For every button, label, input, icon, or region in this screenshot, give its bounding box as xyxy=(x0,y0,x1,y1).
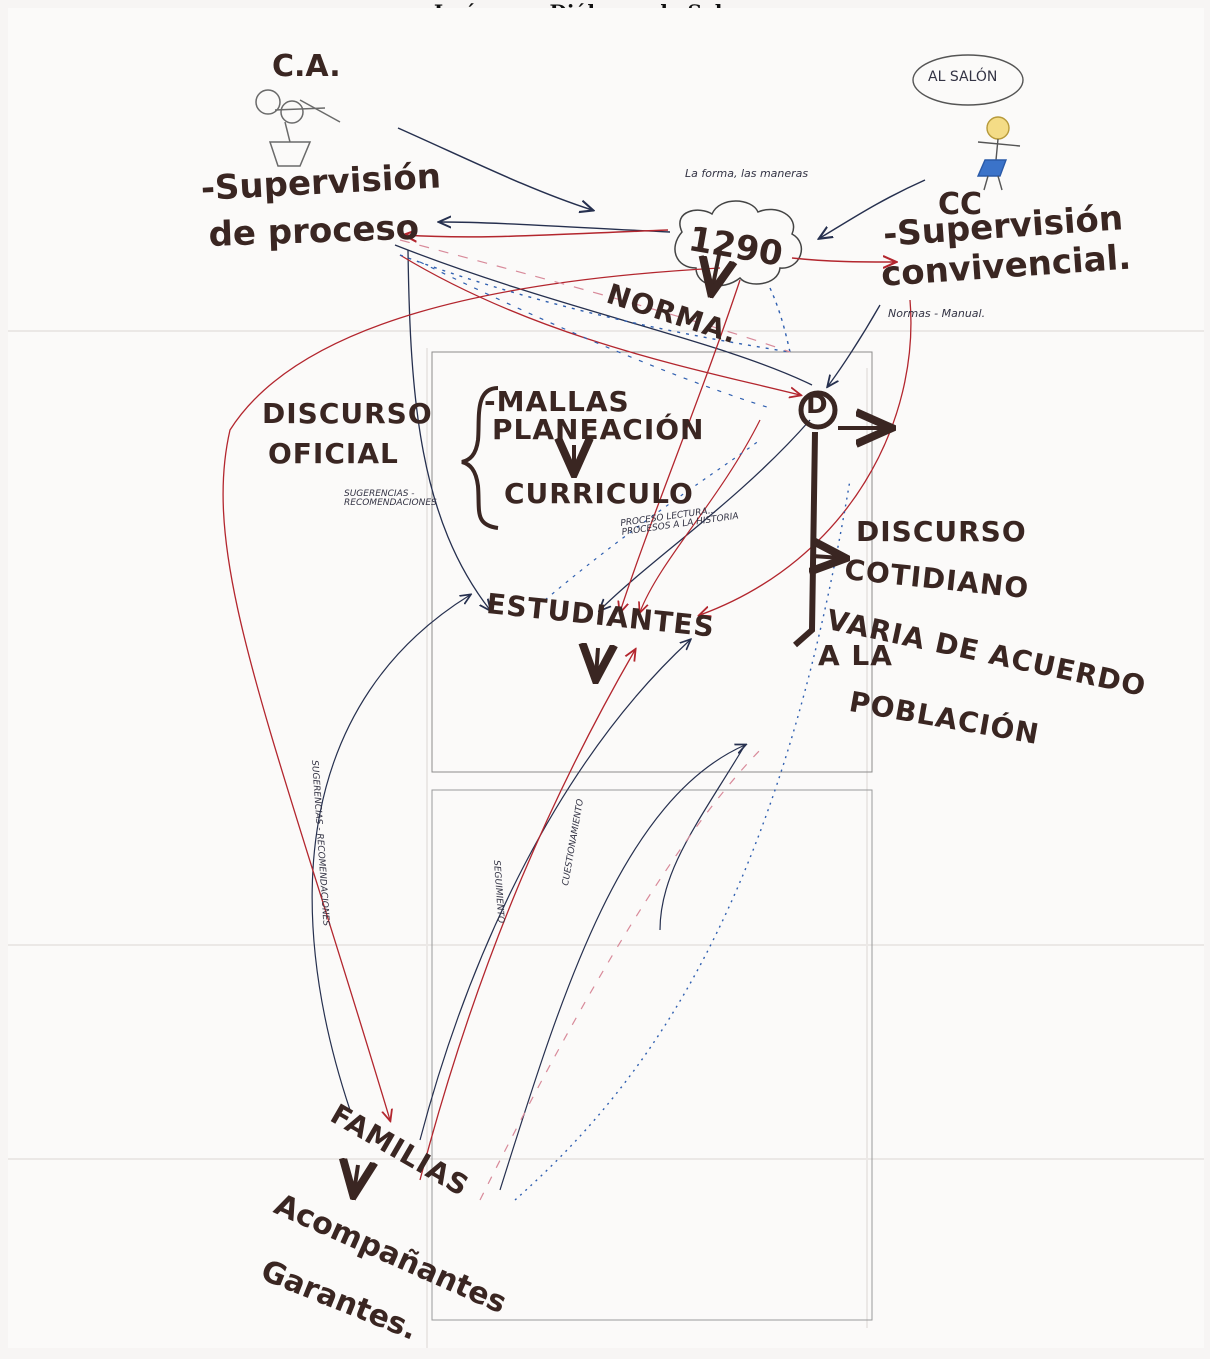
arrow xyxy=(405,230,668,237)
arrow xyxy=(223,268,720,1120)
normas-manual-note: Normas - Manual. xyxy=(888,308,985,319)
arrow xyxy=(420,650,635,1180)
arrow xyxy=(312,595,470,1110)
ca-label: C.A. xyxy=(272,52,341,82)
dashed-connector xyxy=(515,480,850,1200)
discurso-oficial-line1: DISCURSO xyxy=(262,400,433,428)
sugerencias-note: SUGERENCIAS - RECOMENDACIONES xyxy=(344,490,444,508)
arrow xyxy=(420,640,690,1140)
arrow xyxy=(440,222,670,232)
varia-line2: A LA xyxy=(818,642,893,670)
planeacion-label: PLANEACIÓN xyxy=(492,416,704,444)
arrow xyxy=(660,745,745,930)
dashed-connector xyxy=(480,745,765,1200)
bracket-line xyxy=(795,432,815,645)
arrow xyxy=(354,1165,358,1192)
discurso-oficial-line2: OFICIAL xyxy=(268,440,399,468)
curriculo-label: CURRICULO xyxy=(504,480,694,508)
la-forma-note: La forma, las maneras xyxy=(685,168,808,179)
al-salon-bubble-text: AL SALÓN xyxy=(928,70,997,84)
supervision-proceso-line2: de proceso xyxy=(208,211,420,252)
mallas-label: -MALLAS xyxy=(484,388,630,416)
stick-figure-ca-icon xyxy=(256,90,340,166)
arrow xyxy=(812,556,842,558)
discurso-cotidiano-line1: DISCURSO xyxy=(856,518,1027,546)
dashed-connector xyxy=(770,288,790,352)
arrow xyxy=(596,648,598,676)
d-node-label: D xyxy=(806,392,828,418)
